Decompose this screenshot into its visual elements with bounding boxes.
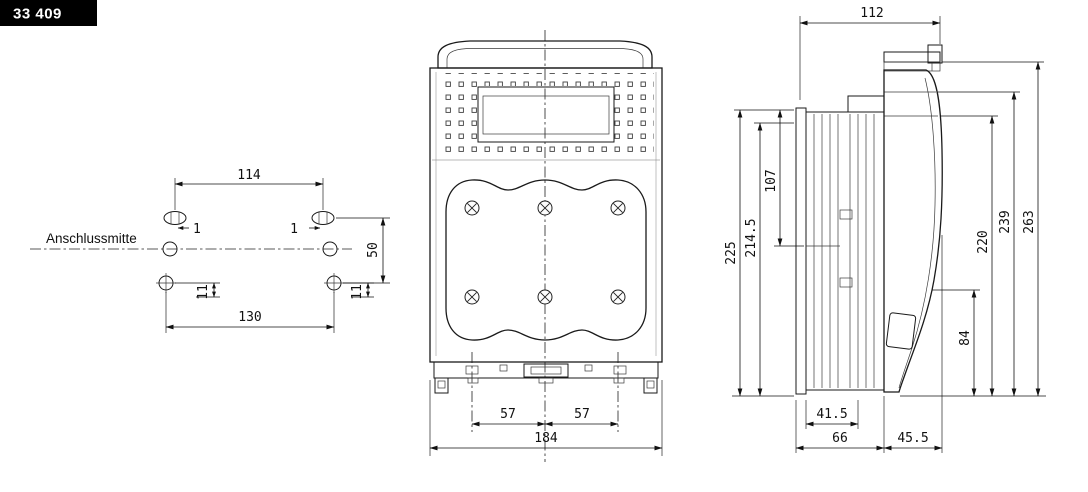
screw-icon: [537, 200, 553, 216]
dim-225-group: 225: [724, 109, 794, 397]
terminal-base: [433, 361, 659, 394]
dim-50: 50: [366, 242, 381, 258]
dim-11-right-group: 11: [343, 282, 374, 300]
dim-1-left-group: 1: [177, 222, 201, 237]
anschlussmitte-label: Anschlussmitte: [46, 231, 137, 246]
dim-263-group: 263: [942, 61, 1044, 397]
screw-icon: [537, 289, 553, 305]
dim-41-5-group: 41.5: [805, 400, 859, 429]
handle-grip: [885, 312, 917, 350]
dim-50-group: 50: [336, 217, 390, 284]
dim-220-group: 220: [940, 115, 998, 397]
dim-107-group: 107: [764, 109, 804, 247]
dim-84-group: 84: [932, 289, 980, 397]
mounting-view: Anschlussmitte 114: [30, 168, 390, 333]
dim-1-right-group: 1: [290, 222, 321, 237]
front-view: 57 57 184: [429, 30, 663, 462]
dim-45-5-group: 45.5: [883, 235, 943, 453]
dim-57-group: 57 57: [471, 407, 619, 427]
dim-114-group: 114: [174, 168, 324, 210]
dim-66-group: 66: [795, 396, 885, 453]
dim-84: 84: [958, 330, 973, 346]
dim-107: 107: [764, 169, 779, 192]
dim-239: 239: [998, 210, 1013, 233]
screw-icon: [464, 289, 480, 305]
part-number-badge: 33 409: [0, 0, 97, 26]
dim-57-left: 57: [500, 407, 516, 422]
dim-11-left-group: 11: [175, 282, 220, 300]
dim-11-left: 11: [196, 284, 211, 300]
screw-icon: [464, 200, 480, 216]
dim-225: 225: [724, 241, 739, 264]
fuse-base-stack: [805, 95, 885, 391]
dim-214-5: 214.5: [744, 218, 759, 257]
side-view: 112 225 214.5 107 84 2: [724, 6, 1046, 453]
dim-57-right: 57: [574, 407, 590, 422]
fuse-cover-plate: [445, 179, 647, 341]
dim-45-5: 45.5: [897, 431, 928, 446]
hole-group-left: [156, 211, 187, 293]
hole-group-right: [311, 211, 344, 293]
dim-184-group: 184: [429, 380, 663, 456]
label-window: [477, 86, 615, 143]
dim-214-5-group: 214.5: [744, 122, 794, 397]
screw-icon: [610, 289, 626, 305]
dim-114: 114: [237, 168, 261, 183]
dim-1-right: 1: [290, 222, 298, 237]
part-number: 33 409: [13, 6, 62, 23]
front-cover-profile: [883, 69, 943, 393]
carry-handle: [437, 40, 653, 69]
vent-grid: [438, 73, 654, 156]
fixing-bracket: [883, 44, 943, 72]
dim-11-right: 11: [350, 284, 365, 300]
dim-112: 112: [860, 6, 883, 21]
dim-184: 184: [534, 431, 558, 446]
dim-66: 66: [832, 431, 848, 446]
dim-1-left: 1: [193, 222, 201, 237]
dim-263: 263: [1022, 210, 1037, 233]
dim-239-group: 239: [938, 91, 1020, 397]
dim-220: 220: [976, 230, 991, 253]
dim-112-group: 112: [799, 6, 941, 100]
dim-130-group: 130: [165, 292, 335, 333]
screw-icon: [610, 200, 626, 216]
dim-130: 130: [238, 310, 261, 325]
dim-41-5: 41.5: [816, 407, 847, 422]
